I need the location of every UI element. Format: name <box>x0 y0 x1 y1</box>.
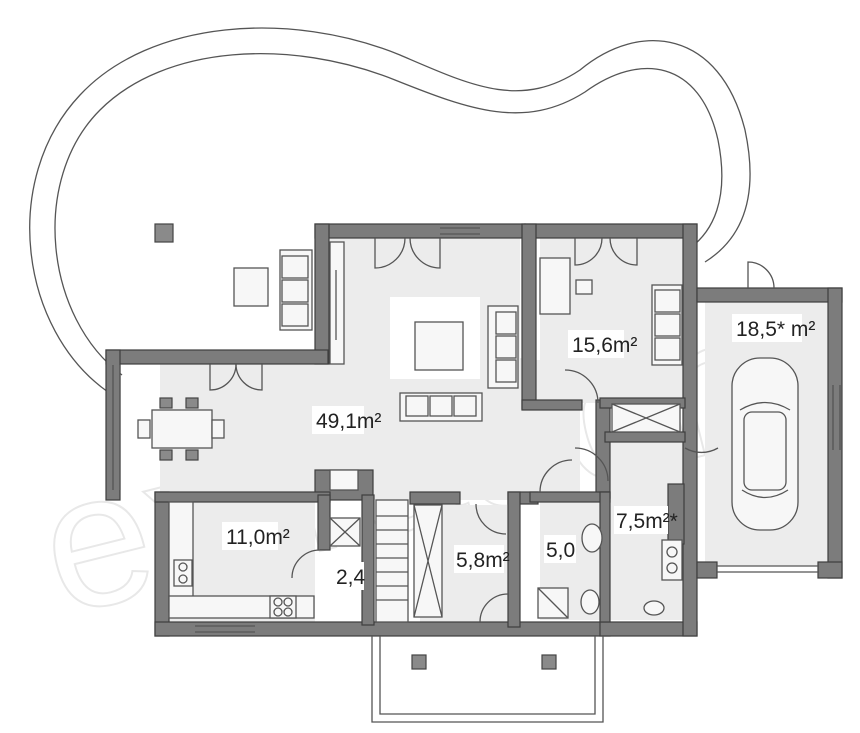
wall-bathroom-top <box>529 491 611 503</box>
wall-top-living <box>314 223 526 239</box>
doors <box>209 237 775 623</box>
wall-garage-bottom-left <box>696 561 718 579</box>
wall-utility-top <box>604 431 686 443</box>
bedroom-label-bg <box>568 330 624 358</box>
wall-right-house <box>682 223 698 637</box>
wall-garage-top <box>696 287 843 303</box>
utility-label-bg <box>614 506 668 534</box>
kitchen-label-bg <box>222 522 278 550</box>
staircase <box>375 499 443 623</box>
wall-pantry-right <box>361 494 375 626</box>
wall-pantry-left <box>317 494 331 551</box>
wall-hall-divider <box>595 399 611 499</box>
bathroom-label: 5,0 <box>546 539 575 562</box>
garden-outline-inner <box>54 53 723 376</box>
utility-room-label: 7,5m²* <box>616 510 678 533</box>
wall-dining-top <box>105 349 329 365</box>
wall-bathroom-right <box>599 491 611 623</box>
wall-top-bedroom <box>524 223 698 239</box>
wall-bedroom-left <box>521 223 537 410</box>
kitchen-label: 11,0m² <box>226 526 290 549</box>
terrace-furniture <box>154 223 313 331</box>
wall-kitchen-top-left <box>154 491 331 503</box>
bedroom-label: 15,6m² <box>572 334 637 357</box>
garage-label: 18,5* m² <box>736 318 815 341</box>
wall-kitchen-left <box>154 491 170 637</box>
wall-office-right <box>507 491 521 628</box>
front-porch <box>371 636 604 723</box>
bedroom-furniture <box>539 257 683 433</box>
garage-label-bg <box>732 314 802 342</box>
wall-bottom <box>154 621 611 637</box>
wall-office-top <box>409 491 461 505</box>
living-furniture <box>329 241 519 422</box>
pantry-label-bg <box>332 562 364 590</box>
kitchen-fixtures <box>168 469 361 619</box>
pantry-label: 2,4 <box>336 566 366 589</box>
living-label-bg <box>312 406 364 434</box>
office-label-bg <box>454 545 504 573</box>
bathroom-label-bg <box>544 535 576 563</box>
windows <box>112 227 841 633</box>
office-label: 5,8m² <box>456 549 510 572</box>
bathroom-fixtures <box>537 523 683 619</box>
wall-garage-bottom-right <box>817 561 843 579</box>
garden-outline-outer <box>29 27 751 393</box>
living-room-label: 49,1m² <box>316 410 381 433</box>
dining-set <box>137 397 225 461</box>
car-icon <box>731 357 799 531</box>
wall-bedroom-bottom-left <box>521 399 583 411</box>
wall-living-left <box>314 223 330 365</box>
